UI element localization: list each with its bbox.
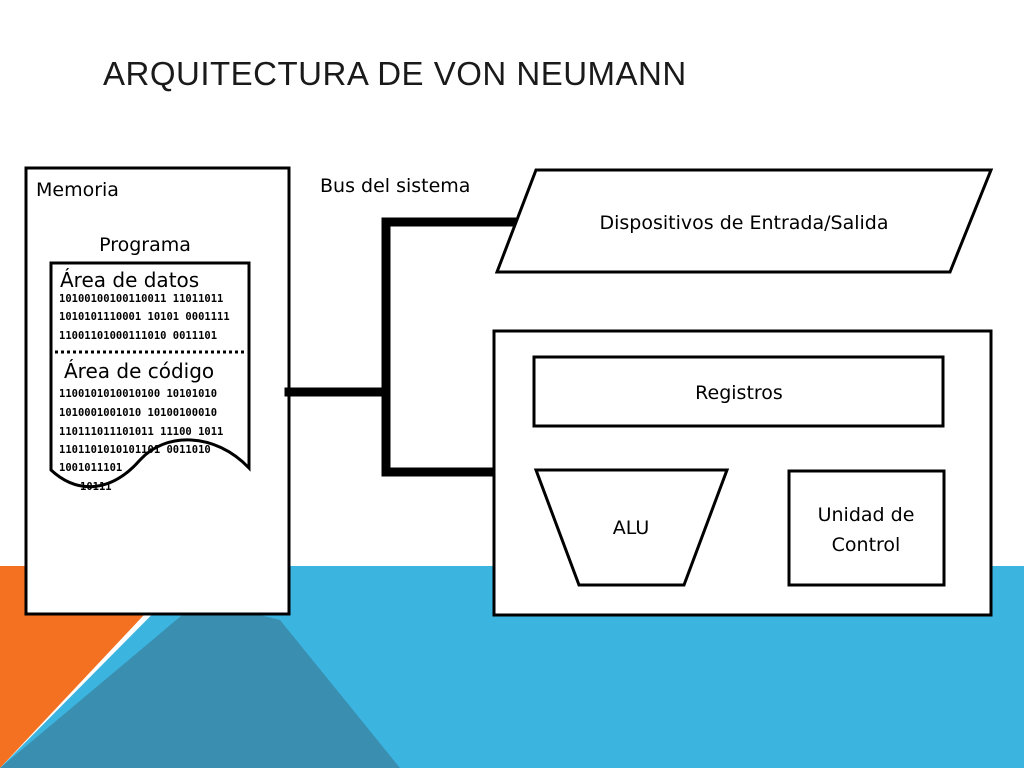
memory-title: Memoria bbox=[36, 179, 119, 201]
io-label: Dispositivos de Entrada/Salida bbox=[599, 212, 888, 234]
code-bits-row: 1100101010010100 10101010 bbox=[59, 388, 217, 400]
control-unit-label-line1: Unidad de bbox=[818, 504, 915, 526]
alu-shape bbox=[533, 468, 730, 587]
registers-box bbox=[532, 355, 945, 428]
orange-shape bbox=[0, 566, 190, 768]
code-bits-row: 110111011101011 11100 1011 bbox=[59, 426, 223, 438]
code-bits-row: 1010001001010 10100100010 bbox=[59, 407, 217, 419]
slide-title: ARQUITECTURA DE VON NEUMANN bbox=[103, 55, 687, 92]
program-document-shape bbox=[49, 261, 251, 489]
data-area-title: Área de datos bbox=[60, 268, 199, 292]
code-area-title: Área de código bbox=[64, 359, 214, 383]
bus-lines bbox=[284, 217, 518, 477]
io-shape bbox=[494, 168, 994, 274]
registers-label: Registros bbox=[695, 382, 783, 404]
io-devices: Dispositivos de Entrada/Salida bbox=[494, 168, 994, 274]
code-bits-row: 1001011101 bbox=[59, 462, 122, 474]
dark-blue-shape bbox=[0, 600, 400, 768]
data-bits-row: 1010101110001 10101 0001111 bbox=[59, 311, 230, 323]
data-bits-row: 11001101000111010 0011101 bbox=[59, 330, 217, 342]
code-bits-row: 1101101010101101 0011010 bbox=[59, 444, 211, 456]
system-bus: Bus del sistema bbox=[284, 175, 518, 477]
control-unit-box bbox=[787, 469, 946, 587]
bus-label: Bus del sistema bbox=[320, 175, 470, 197]
code-bits-row: 10111 bbox=[80, 481, 112, 493]
alu-label: ALU bbox=[613, 517, 650, 539]
program-label: Programa bbox=[99, 234, 191, 256]
cpu-block: Registros ALU Unidad de Control bbox=[492, 329, 993, 617]
data-bits-row: 10100100100110011 11011011 bbox=[59, 293, 223, 305]
control-unit-label-line2: Control bbox=[832, 534, 901, 556]
program-document: Área de datos 10100100100110011 11011011… bbox=[49, 261, 251, 493]
memory-block: Memoria Programa Área de datos 101001001… bbox=[24, 166, 291, 616]
